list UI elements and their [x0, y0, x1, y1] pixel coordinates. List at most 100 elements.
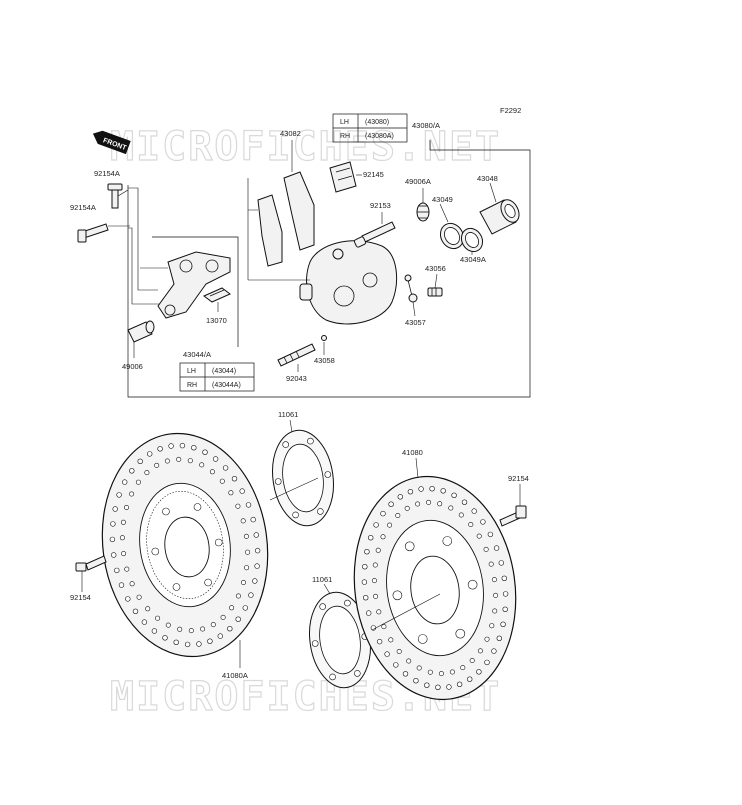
caliper-lh-side: LH: [340, 119, 349, 126]
disc-hole: [129, 491, 135, 497]
disc-hole: [375, 547, 381, 553]
seal-ring-part: [439, 203, 465, 250]
disc-hole: [468, 521, 474, 527]
disc-hole: [112, 506, 118, 512]
disc-hole: [220, 614, 226, 620]
disc-mount-hole: [455, 628, 466, 639]
disc-hole: [496, 635, 502, 641]
piston-part: [479, 182, 520, 235]
disc-hole: [388, 637, 394, 643]
label-pad-spring: 92145: [363, 170, 384, 179]
disc-hole: [110, 552, 117, 558]
disc-hole: [210, 622, 216, 628]
disc-hole: [196, 641, 202, 647]
label-seal: 49006A: [405, 177, 431, 186]
caliper-rh-side: RH: [340, 133, 350, 140]
disc-mount-hole: [467, 579, 478, 590]
disc-hole: [429, 486, 435, 492]
label-disc-bolt-right: 92154: [508, 474, 529, 483]
disc-hole: [440, 488, 446, 494]
disc-hole: [155, 615, 161, 621]
gasket-hole: [329, 673, 336, 681]
disc-hole: [124, 504, 130, 510]
disc-hole: [388, 501, 394, 507]
bracket-group-outline: [152, 236, 239, 347]
gasket-hole: [274, 478, 282, 485]
disc-hole: [235, 593, 241, 599]
disc-hole: [151, 628, 158, 634]
label-bolt-upper: 92154A: [94, 169, 120, 178]
disc-hole: [165, 622, 171, 628]
disc-hole: [413, 677, 419, 684]
gasket-hole: [344, 599, 351, 607]
disc-hole: [191, 445, 197, 451]
disc-mount-hole: [442, 536, 453, 546]
disc-bolt-left-part: [75, 555, 107, 592]
disc-hole: [147, 451, 153, 457]
disc-hole: [188, 628, 194, 634]
disc-hole: [241, 579, 247, 585]
caliper-body-part: [299, 240, 398, 325]
disc-hole: [460, 665, 466, 671]
disc-mount-hole: [214, 538, 223, 547]
disc-hole: [368, 534, 374, 541]
bracket-rh-side: RH: [187, 382, 197, 389]
disc-hole: [371, 578, 377, 584]
disc-mount-hole: [193, 503, 202, 511]
label-disc-bolt-left: 92154: [70, 593, 91, 602]
label-disc-left: 41080A: [222, 671, 248, 680]
disc-hole: [437, 501, 443, 507]
disc-hole: [116, 492, 122, 498]
label-pads: 43082: [280, 129, 301, 138]
label-small-pin: 43058: [314, 356, 335, 365]
disc-hole: [435, 684, 441, 690]
disc-hole: [248, 592, 254, 598]
disc-hole: [168, 443, 174, 449]
disc-hole: [118, 582, 125, 588]
gasket-bottom-part: [309, 583, 371, 689]
disc-hole: [484, 636, 490, 642]
caliper-lh-part: (43080): [365, 119, 389, 126]
disc-hole: [498, 560, 504, 566]
boot-part: [127, 320, 155, 358]
disc-hole: [376, 609, 382, 615]
disc-hole: [416, 665, 422, 671]
pad-spring-part: [329, 161, 362, 193]
disc-hole: [202, 449, 208, 455]
disc-hole: [243, 533, 249, 539]
disc-hole: [245, 502, 252, 508]
bolt-connector-2: [128, 227, 160, 305]
disc-hole: [240, 518, 246, 524]
disc-hole: [469, 657, 475, 663]
disc-hole: [141, 619, 148, 625]
disc-mount-hole: [204, 578, 212, 587]
disc-hole: [254, 547, 261, 554]
disc-hole: [228, 490, 234, 496]
disc-hole: [179, 442, 186, 449]
disc-hole: [363, 594, 369, 601]
disc-hole: [393, 662, 399, 668]
bolt-connector: [128, 187, 158, 291]
disc-left-part: [101, 432, 269, 668]
disc-hole: [380, 534, 386, 540]
disc-hole: [373, 522, 379, 528]
caliper-assy-table: LH (43080) RH (43080A): [332, 113, 408, 143]
gasket-hole: [307, 437, 314, 445]
bracket-assy-label: 43044/A: [183, 350, 211, 359]
disc-hole: [109, 536, 116, 543]
disc-hole: [456, 681, 463, 687]
disc-mount-hole: [417, 634, 428, 644]
disc-hole: [110, 521, 116, 527]
disc-hole: [448, 505, 454, 511]
disc-hole: [252, 578, 258, 584]
gasket-hole: [311, 640, 319, 647]
disc-mount-hole: [172, 583, 181, 591]
gasket-hole: [282, 441, 290, 448]
disc-mount-hole: [392, 590, 403, 601]
label-slide-pin: 92153: [370, 201, 391, 210]
disc-hole: [242, 605, 249, 611]
disc-hole: [254, 563, 260, 569]
disc-hole: [184, 641, 191, 648]
disc-hole: [426, 499, 432, 505]
disc-hole: [119, 535, 125, 541]
